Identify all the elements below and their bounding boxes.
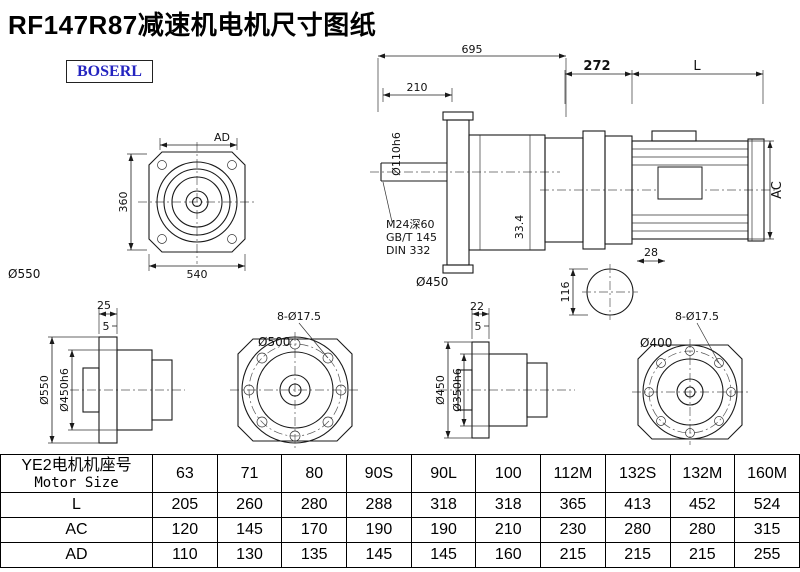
- dim-25-label: 25: [97, 299, 111, 312]
- dim-5b-label: 5: [475, 320, 482, 333]
- table-cell: 288: [346, 492, 412, 518]
- dim-360-label: 360: [117, 192, 130, 213]
- dim-450h6-label: Ø450h6: [58, 368, 71, 412]
- size-col-header: 132S: [604, 454, 671, 493]
- table-cell: 190: [346, 517, 412, 543]
- dim-350h6-label: Ø350h6: [451, 368, 464, 412]
- dim-holes-400-label: 8-Ø17.5: [675, 310, 719, 323]
- dimension-drawing: AD 360 540 Ø550 695: [0, 42, 800, 457]
- dim-5a-label: 5: [103, 320, 110, 333]
- table-cell: 190: [410, 517, 477, 543]
- table-row-AD: AD 110 130 135 145 145 160 215 215 215 2…: [0, 542, 800, 568]
- dim-din-label: DIN 332: [386, 244, 430, 257]
- dim-272-label: 272: [583, 59, 610, 74]
- table-cell: 145: [410, 542, 477, 568]
- dim-450b-label: Ø450: [434, 375, 447, 405]
- dim-AC-label: AC: [770, 181, 785, 199]
- motor-view: 272 L AC 28 116: [540, 59, 785, 320]
- dim-550-label: Ø550: [8, 267, 40, 281]
- table-cell: 170: [281, 517, 348, 543]
- table-cell: 260: [216, 492, 283, 518]
- size-col-header: 90S: [346, 454, 412, 493]
- size-col-header: 71: [216, 454, 283, 493]
- size-col-header: 160M: [734, 454, 800, 493]
- size-col-header: 112M: [540, 454, 606, 493]
- dim-450-label: Ø450: [416, 275, 448, 289]
- dim-210-label: 210: [407, 81, 428, 94]
- table-cell: 215: [669, 542, 736, 568]
- flange-face-view-500: 8-Ø17.5 Ø500: [230, 310, 360, 448]
- dim-400-label: Ø400: [640, 336, 672, 350]
- table-cell: 413: [604, 492, 671, 518]
- brand-logo: BOSERL: [66, 60, 153, 83]
- row-label: AC: [0, 517, 153, 543]
- table-cell: 160: [475, 542, 542, 568]
- table-header-cn: YE2电机机座号: [21, 456, 132, 474]
- dim-500-label: Ø500: [258, 335, 290, 349]
- size-col-header: 90L: [410, 454, 477, 493]
- dim-33-4-label: 33.4: [513, 215, 526, 240]
- reducer-side-view: 695 210 Ø110h6 M24深60 GB/T 145 DIN 332 3…: [370, 43, 567, 289]
- dim-L-label: L: [693, 59, 701, 74]
- dim-28-label: 28: [644, 246, 658, 259]
- dim-22-label: 22: [470, 300, 484, 313]
- table-cell: 145: [216, 517, 283, 543]
- dim-gbt-label: GB/T 145: [386, 231, 437, 244]
- table-cell: 280: [604, 517, 671, 543]
- flange-side-view-450: 22 5 Ø450 Ø350h6: [434, 300, 575, 439]
- motor-size-table: YE2电机机座号 Motor Size 63 71 80 90S 90L 100…: [0, 454, 800, 568]
- dim-695-label: 695: [462, 43, 483, 56]
- size-col-header: 80: [281, 454, 348, 493]
- table-cell: 452: [669, 492, 736, 518]
- table-cell: 524: [734, 492, 800, 518]
- table-cell: 210: [475, 517, 542, 543]
- dim-shaft-dia-label: Ø110h6: [390, 132, 403, 176]
- dim-116-label: 116: [559, 282, 572, 303]
- table-cell: 135: [281, 542, 348, 568]
- flange-face-view-400: 8-Ø17.5 Ø400: [632, 310, 748, 445]
- size-col-header: 100: [475, 454, 542, 493]
- table-cell: 205: [152, 492, 218, 518]
- table-row-AC: AC 120 145 170 190 190 210 230 280 280 3…: [0, 517, 800, 543]
- row-label: AD: [0, 542, 153, 568]
- table-cell: 230: [540, 517, 606, 543]
- size-col-header: 63: [152, 454, 218, 493]
- size-col-header: 132M: [669, 454, 736, 493]
- row-label: L: [0, 492, 153, 518]
- table-cell: 280: [281, 492, 348, 518]
- table-cell: 145: [346, 542, 412, 568]
- table-corner-header: YE2电机机座号 Motor Size: [0, 454, 153, 493]
- dim-ad-label: AD: [214, 131, 230, 144]
- table-cell: 130: [216, 542, 283, 568]
- table-cell: 215: [604, 542, 671, 568]
- table-row-L: L 205 260 280 288 318 318 365 413 452 52…: [0, 492, 800, 518]
- table-cell: 280: [669, 517, 736, 543]
- table-cell: 120: [152, 517, 218, 543]
- table-cell: 365: [540, 492, 606, 518]
- dim-holes-500-label: 8-Ø17.5: [277, 310, 321, 323]
- table-cell: 255: [734, 542, 800, 568]
- dim-tap-label: M24深60: [386, 218, 435, 231]
- table-cell: 315: [734, 517, 800, 543]
- dim-540-label: 540: [187, 268, 208, 281]
- table-header-en: Motor Size: [34, 474, 119, 491]
- table-cell: 215: [540, 542, 606, 568]
- table-cell: 318: [410, 492, 477, 518]
- dim-550b-label: Ø550: [38, 375, 51, 405]
- flange-side-view-550: 25 5 Ø550 Ø450h6: [38, 299, 185, 444]
- table-cell: 110: [152, 542, 218, 568]
- table-cell: 318: [475, 492, 542, 518]
- reducer-front-view: AD 360 540 Ø550: [8, 131, 256, 281]
- page-title: RF147R87减速机电机尺寸图纸: [8, 10, 377, 40]
- drawing-canvas: AD 360 540 Ø550 695: [8, 43, 785, 448]
